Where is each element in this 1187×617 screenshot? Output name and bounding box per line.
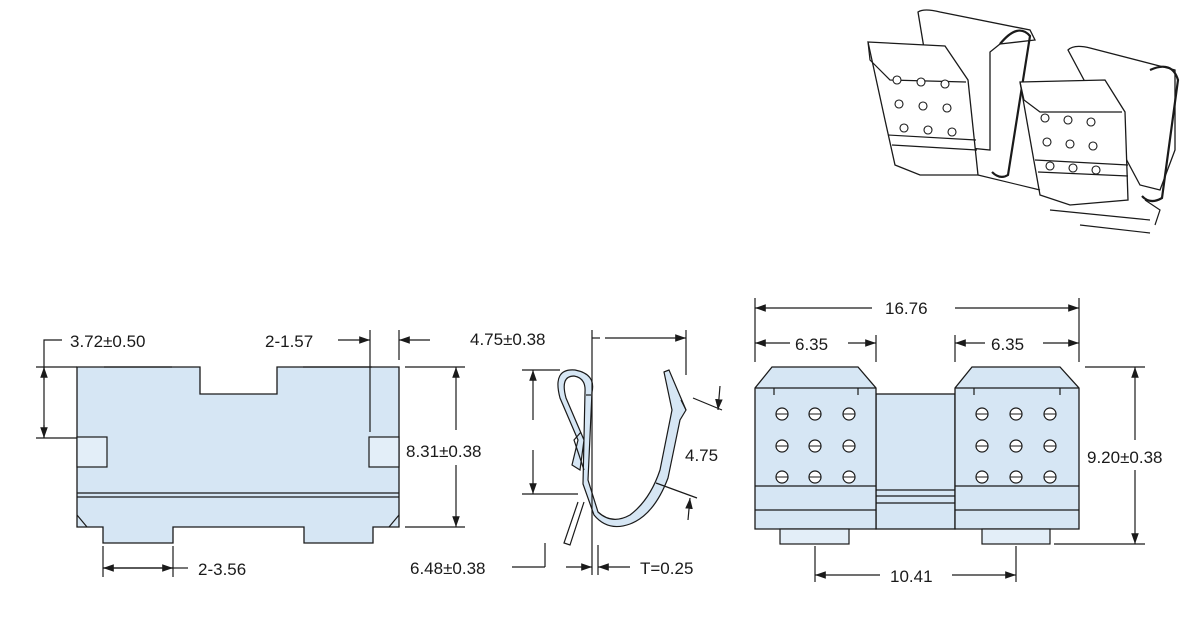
front-view-dimensions [754,298,1145,582]
dim-left-pad: 6.35 [795,335,828,354]
dim-profile-height: 6.48±0.38 [410,559,486,578]
side-view [76,366,400,544]
side-view-dimensions [36,330,465,577]
dim-front-height: 9.20±0.38 [1087,448,1163,467]
isometric-view [867,9,1180,234]
profile-view [557,369,687,546]
profile-view-dimensions [512,330,723,575]
dim-side-height: 8.31±0.38 [406,442,482,461]
front-view [754,366,1080,545]
dim-inner-depth: 4.75 [685,446,718,465]
dim-foot-width: 2-3.56 [198,560,246,579]
dim-slot-width: 2-1.57 [265,332,313,351]
dim-thickness: T=0.25 [640,559,693,578]
dim-foot-span: 10.41 [890,567,933,586]
dim-overall-width: 16.76 [885,299,928,318]
dim-top-opening: 4.75±0.38 [470,330,546,349]
dim-tab-height: 3.72±0.50 [70,332,146,351]
dim-right-pad: 6.35 [991,335,1024,354]
